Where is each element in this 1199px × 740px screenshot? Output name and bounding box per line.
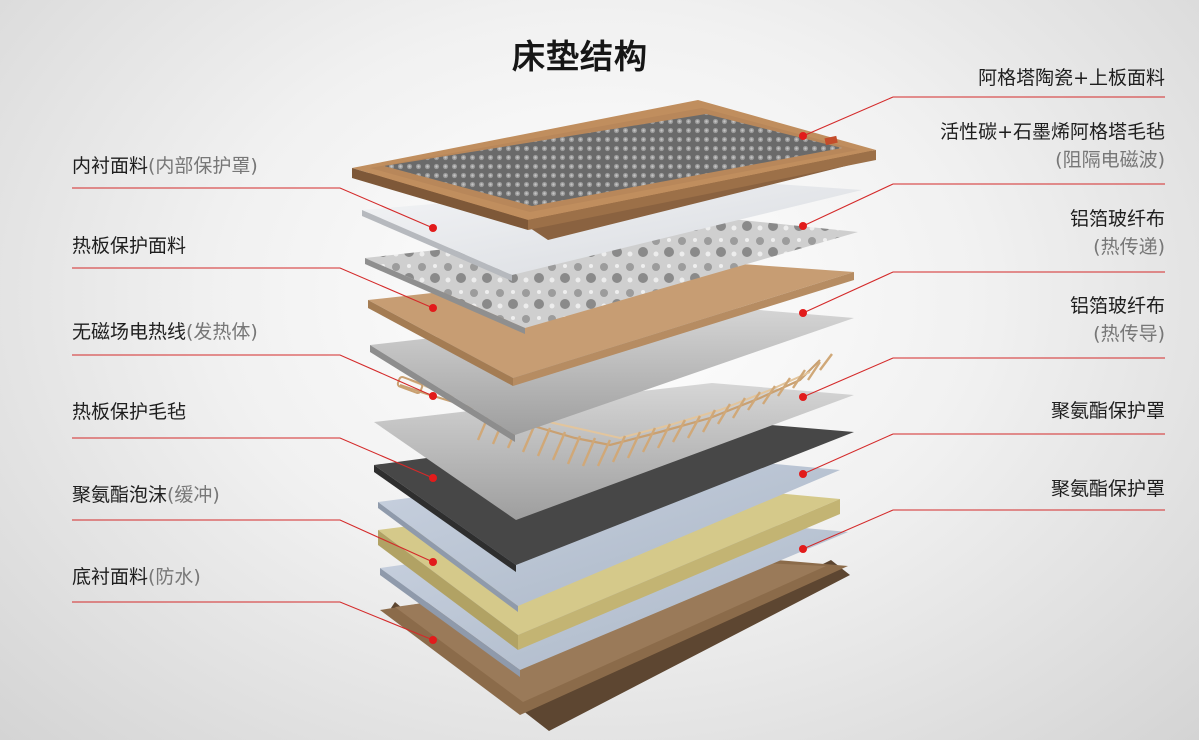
leader-dot (429, 392, 437, 400)
leader-line-heat-plate-fabric (72, 267, 434, 309)
label-sub: (热传递) (1093, 236, 1165, 258)
label-main: 聚氨酯泡沫 (72, 484, 168, 506)
label-sub: (阻隔电磁波) (1055, 149, 1165, 171)
leader-dot (429, 636, 437, 644)
label-main: 铝箔玻纤布 (1069, 208, 1165, 230)
label-foil-conduct: 铝箔玻纤布 (热传导) (1070, 294, 1165, 346)
leader-dot (799, 545, 807, 553)
label-graphene-felt: 活性碳+石墨烯阿格塔毛毡 (阻隔电磁波) (940, 120, 1165, 172)
leader-dot (799, 132, 807, 140)
page-title: 床垫结构 (512, 37, 648, 76)
label-main: 底衬面料 (72, 566, 149, 588)
leader-line-graphene-felt (802, 183, 1165, 227)
leader-dot (429, 558, 437, 566)
label-foil-transfer: 铝箔玻纤布 (热传递) (1070, 207, 1165, 259)
leader-line-ceramic-top (802, 96, 1165, 137)
left-leader-lines (72, 187, 434, 641)
label-sub: (防水) (148, 566, 201, 588)
label-main: 热板保护毛毡 (72, 401, 187, 423)
leader-line-felt (72, 437, 434, 479)
label-main: 无磁场电热线 (72, 321, 187, 343)
leader-line-foam (72, 519, 434, 563)
label-main: 聚氨酯保护罩 (1050, 478, 1165, 500)
leader-line-inner-lining (72, 187, 434, 229)
label-main: 热板保护面料 (72, 235, 187, 257)
leader-line-pu-cover-2 (802, 509, 1165, 550)
label-inner-lining: 内衬面料(内部保护罩) (72, 154, 258, 178)
leader-line-bottom-fabric (72, 601, 434, 641)
leader-dot (429, 474, 437, 482)
leader-dot (799, 470, 807, 478)
leader-line-pu-cover-1 (802, 433, 1165, 475)
leader-dot (799, 309, 807, 317)
leader-line-foil-conduct (802, 357, 1165, 398)
label-main: 聚氨酯保护罩 (1050, 400, 1165, 422)
label-sub: (缓冲) (167, 484, 220, 506)
label-main: 阿格塔陶瓷+上板面料 (978, 67, 1165, 89)
label-heating-wire: 无磁场电热线(发热体) (72, 320, 258, 344)
leader-dots (429, 132, 807, 644)
label-sub: (内部保护罩) (148, 155, 258, 177)
label-sub: (发热体) (186, 321, 258, 343)
leader-dot (799, 393, 807, 401)
label-heat-plate-fabric: 热板保护面料 (72, 234, 186, 258)
label-pu-cover-2: 聚氨酯保护罩 (1051, 477, 1165, 501)
layer-ceramic-top-panel (352, 100, 876, 240)
leader-dot (429, 304, 437, 312)
label-main: 活性碳+石墨烯阿格塔毛毡 (940, 121, 1165, 143)
label-pu-cover-1: 聚氨酯保护罩 (1051, 399, 1165, 423)
leader-line-heating-wire (72, 354, 434, 397)
label-sub: (热传导) (1093, 323, 1165, 345)
leader-dot (429, 224, 437, 232)
label-ceramic-top: 阿格塔陶瓷+上板面料 (978, 66, 1165, 90)
leader-dot (799, 222, 807, 230)
label-heat-plate-felt: 热板保护毛毡 (72, 400, 186, 424)
label-main: 铝箔玻纤布 (1069, 295, 1165, 317)
label-bottom-fabric: 底衬面料(防水) (72, 565, 201, 589)
right-leader-lines (802, 96, 1165, 550)
leader-line-foil-transfer (802, 271, 1165, 314)
label-pu-foam: 聚氨酯泡沫(缓冲) (72, 483, 220, 507)
label-main: 内衬面料 (72, 155, 149, 177)
